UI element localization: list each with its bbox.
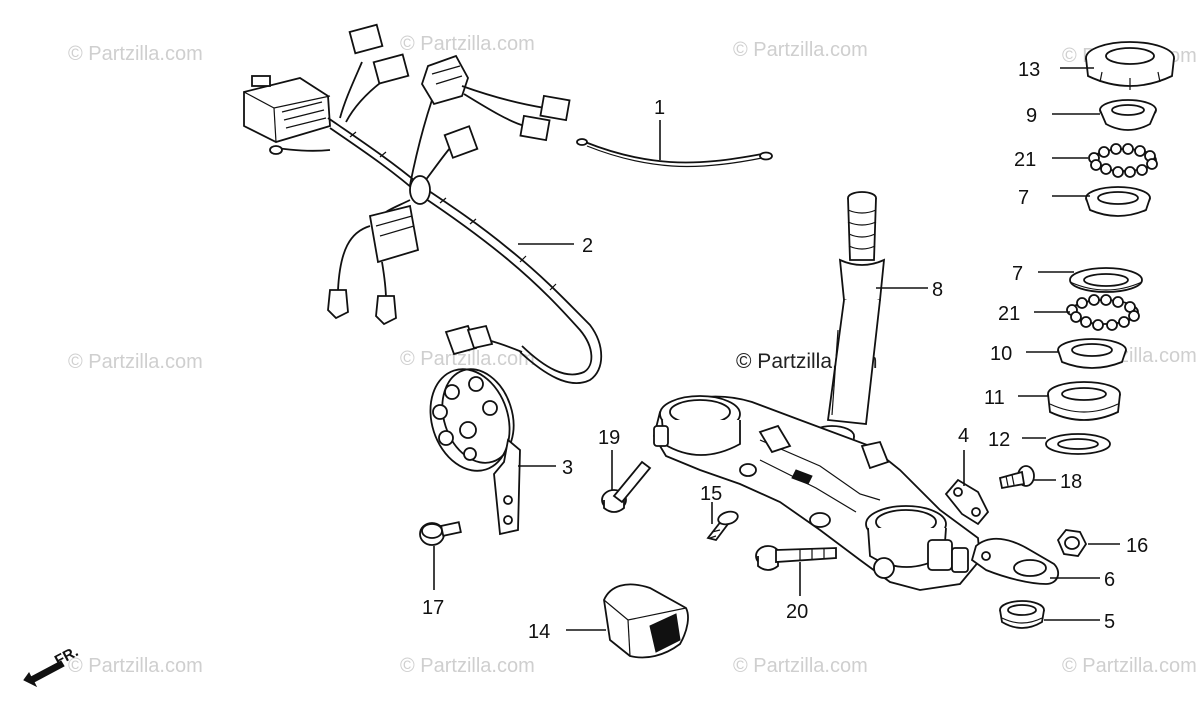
watermark: © Partzilla.com: [400, 348, 535, 370]
part-label: 9: [1026, 105, 1037, 127]
part-label: 8: [932, 279, 943, 301]
part-label: 4: [958, 425, 969, 447]
part-label: 11: [984, 387, 1005, 409]
watermark: © Partzilla.com: [400, 655, 535, 677]
part-bolt-short[interactable]: [419, 521, 462, 546]
watermark: © Partzilla.com: [400, 33, 535, 55]
part-label: 16: [1126, 535, 1148, 557]
part-label: 15: [700, 483, 722, 505]
part-label: 3: [562, 457, 573, 479]
part-stay-bracket[interactable]: [970, 537, 1060, 585]
part-label: 19: [598, 427, 620, 449]
part-label: 2: [582, 235, 593, 257]
part-bolt-long[interactable]: [755, 545, 837, 571]
part-washer[interactable]: [1045, 433, 1111, 455]
part-bolt-flange[interactable]: [601, 460, 652, 513]
part-steering-stem[interactable]: [653, 191, 981, 591]
part-cone-race-lower[interactable]: [1057, 338, 1127, 369]
part-bearing-race-lower[interactable]: [1069, 267, 1143, 293]
watermark: © Partzilla.com: [733, 39, 868, 61]
watermark: © Partzilla.com: [68, 655, 203, 677]
part-cone-race[interactable]: [1099, 99, 1157, 131]
part-steel-balls[interactable]: [1088, 143, 1158, 178]
part-label: 1: [654, 97, 665, 119]
part-nut[interactable]: [1056, 529, 1088, 557]
part-grommet[interactable]: [999, 600, 1045, 629]
part-label: 20: [786, 601, 808, 623]
watermark: © Partzilla.com: [68, 351, 203, 373]
part-label: 7: [1012, 263, 1023, 285]
part-label: 21: [1014, 149, 1036, 171]
part-screw[interactable]: [706, 510, 739, 542]
part-label: 7: [1018, 187, 1029, 209]
part-label: 21: [998, 303, 1020, 325]
part-label: 5: [1104, 611, 1115, 633]
part-label: 12: [988, 429, 1010, 451]
part-cover[interactable]: [603, 583, 689, 659]
part-label: 17: [422, 597, 444, 619]
part-wire-harness[interactable]: [243, 23, 603, 385]
part-wire-lead[interactable]: [576, 138, 773, 168]
part-dust-seal[interactable]: [1047, 381, 1121, 421]
watermark: © Partzilla.com: [733, 655, 868, 677]
part-stem-nut[interactable]: [1085, 41, 1175, 90]
front-arrow-icon: [23, 660, 65, 688]
part-bracket-clip[interactable]: [944, 478, 990, 526]
part-label: 13: [1018, 59, 1040, 81]
part-horn[interactable]: [418, 359, 525, 536]
part-label: 6: [1104, 569, 1115, 591]
part-labels: 1 2 3 4 5 6 7 7 8 9 10 11 12 13 14 15 16…: [422, 59, 1148, 643]
part-steel-balls-lower[interactable]: [1066, 294, 1140, 331]
part-bearing-race[interactable]: [1085, 186, 1151, 217]
part-label: 10: [990, 343, 1012, 365]
part-label: 18: [1060, 471, 1082, 493]
part-label: 14: [528, 621, 550, 643]
leader-lines: [433, 67, 1120, 631]
watermark: © Partzilla.com: [68, 43, 203, 65]
part-bolt[interactable]: [998, 465, 1035, 490]
watermark: © Partzilla.com: [1062, 655, 1197, 677]
